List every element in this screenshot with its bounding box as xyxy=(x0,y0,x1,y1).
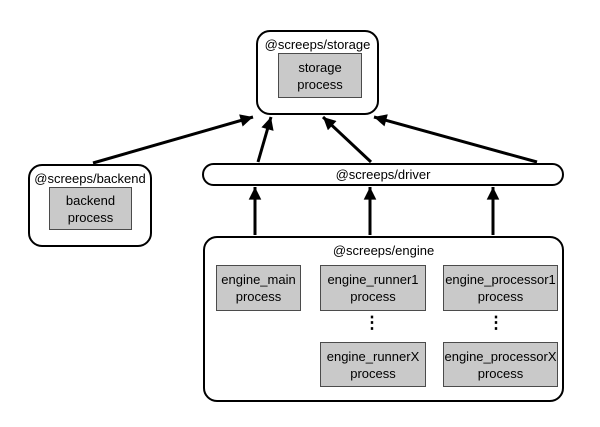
process-box-engine-processorX: engine_processorX process xyxy=(443,342,558,387)
node-storage: @screeps/storage storage process xyxy=(256,30,379,115)
process-box-engine-processor1: engine_processor1 process xyxy=(443,265,558,311)
process-box-storage: storage process xyxy=(278,53,362,98)
process-box-engine-runner1: engine_runner1 process xyxy=(320,265,426,311)
node-engine-label: @screeps/engine xyxy=(332,243,435,258)
arrow-driver-to-storage-3 xyxy=(373,114,538,164)
arrow-driver-to-storage-1 xyxy=(256,116,274,163)
node-storage-label: @screeps/storage xyxy=(264,37,371,52)
node-driver-label: @screeps/driver xyxy=(335,167,431,182)
process-box-backend: backend process xyxy=(49,187,132,230)
process-box-engine-runnerX: engine_runnerX process xyxy=(320,342,426,387)
arrow-backend-to-storage xyxy=(92,114,254,165)
node-driver: @screeps/driver xyxy=(202,163,564,186)
ellipsis-processor-column: ⋮ xyxy=(487,313,505,332)
node-engine: @screeps/engine engine_main process engi… xyxy=(203,236,564,402)
node-backend-label: @screeps/backend xyxy=(34,171,146,186)
arrow-driver-to-storage-2 xyxy=(321,115,373,164)
process-box-engine-main: engine_main process xyxy=(216,265,301,311)
ellipsis-runner-column: ⋮ xyxy=(363,313,381,332)
node-backend: @screeps/backend backend process xyxy=(28,164,152,247)
